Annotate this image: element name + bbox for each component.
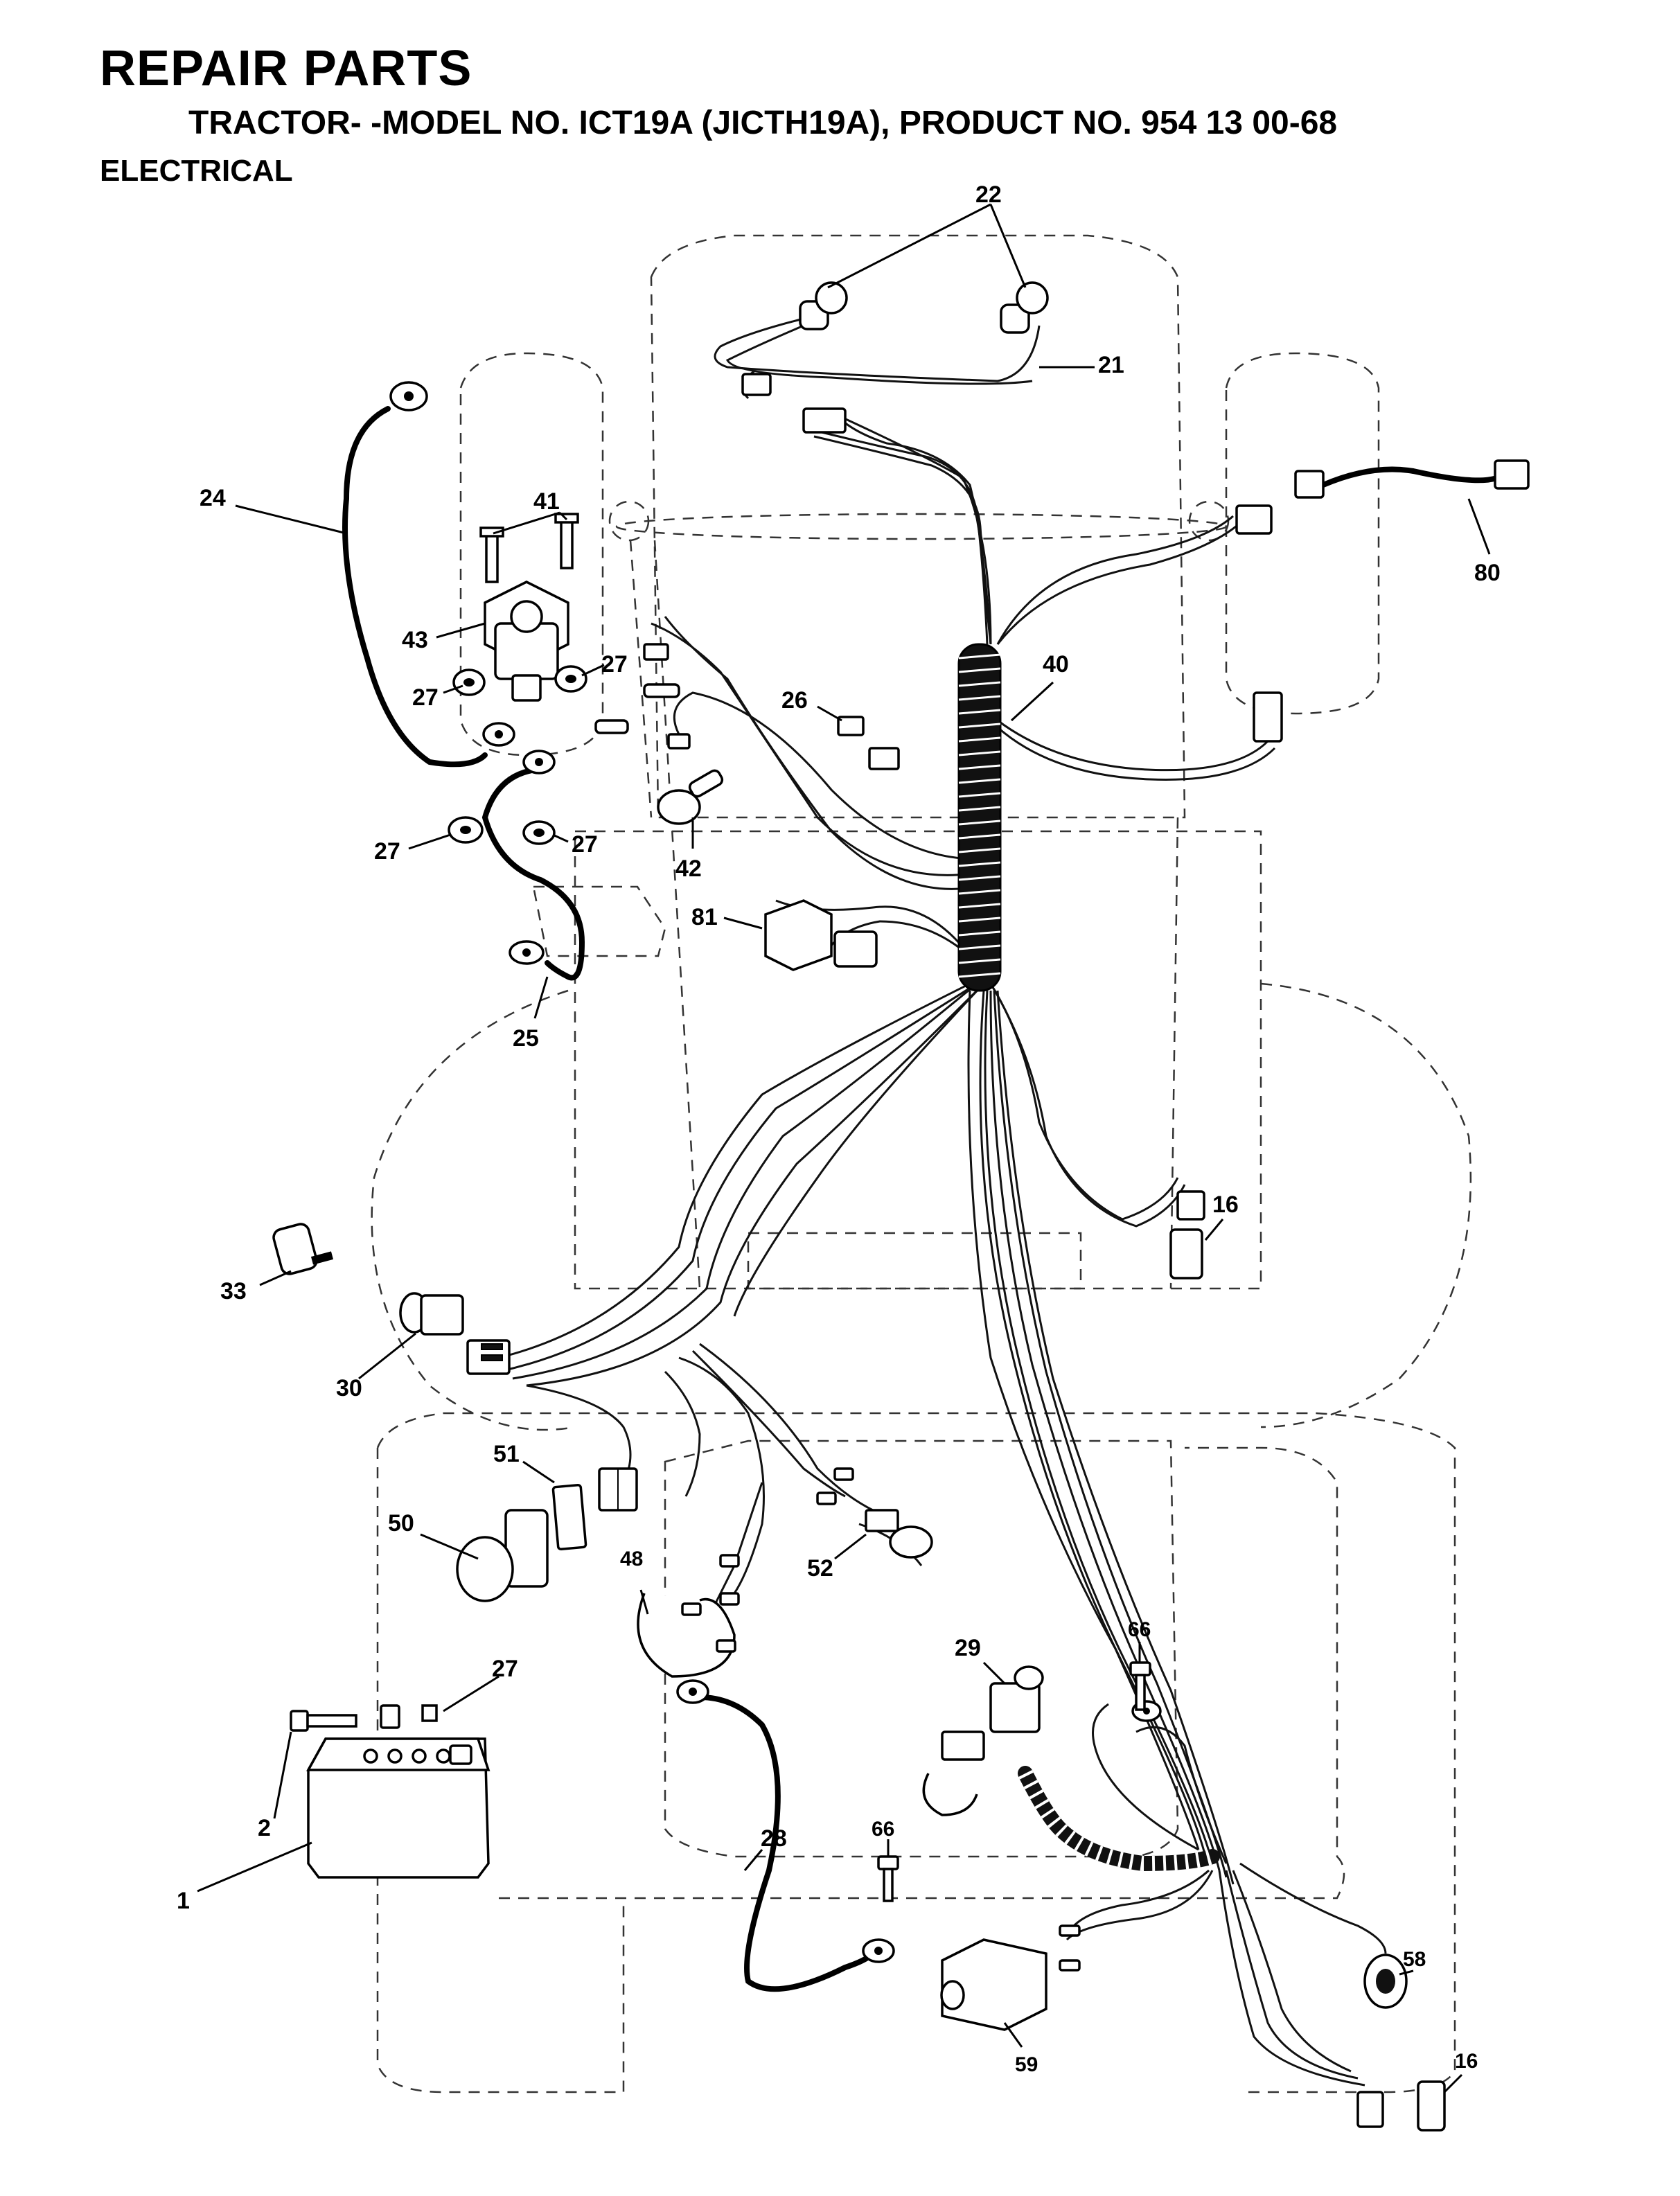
pto-switch-bezel (551, 1467, 638, 1550)
callout-28: 28 (761, 1825, 787, 1852)
battery-cable-25 (481, 766, 585, 981)
battery-tray-outline (664, 1440, 1179, 1858)
solenoid-bolts (479, 513, 579, 583)
callout-labels: 22 21 24 41 80 43 27 40 27 26 27 27 42 8… (177, 181, 1501, 2076)
lamp-52 (816, 1467, 933, 1559)
left-rear-wheel-outline (371, 989, 576, 1431)
section-title: ELECTRICAL (100, 154, 293, 188)
hood-outline (650, 234, 1186, 819)
callout-27-d: 27 (572, 831, 598, 858)
callout-66-b: 66 (872, 1818, 894, 1841)
interlock-switches (1169, 1190, 1446, 2132)
callout-58: 58 (1403, 1948, 1426, 1971)
callout-41: 41 (533, 488, 560, 515)
callout-26: 26 (781, 687, 808, 714)
wiring-harness (498, 408, 1387, 2087)
nuts (421, 665, 587, 1722)
callout-48: 48 (620, 1548, 643, 1570)
ground-cable-28 (697, 1694, 876, 1992)
headlight-connector (741, 373, 772, 396)
headlight-harness (714, 317, 1041, 645)
callout-1: 1 (177, 1888, 190, 1914)
fuse (657, 769, 724, 825)
harness-sleeve (957, 643, 1002, 992)
right-rear-wheel-outline (1260, 982, 1472, 1428)
callout-27-e: 27 (492, 1656, 518, 1682)
fuse-holder-clip (643, 643, 669, 661)
dash-panel-outline (574, 830, 1262, 1290)
inline-terminal (643, 683, 680, 698)
left-spindle-outline (608, 500, 650, 542)
callout-51: 51 (493, 1441, 520, 1467)
harness-connector-front (802, 407, 847, 434)
callout-30: 30 (336, 1375, 362, 1401)
frame-right-outline (1169, 817, 1179, 1289)
pto-switch (456, 1509, 549, 1602)
battery-cable-24 (342, 406, 488, 768)
callout-40: 40 (1043, 651, 1069, 678)
page-title: REPAIR PARTS (100, 41, 472, 96)
callout-59: 59 (1015, 2053, 1038, 2076)
rear-harness-sleeve (1018, 1766, 1220, 1872)
callout-16-b: 16 (1455, 2050, 1478, 2073)
connector-26 (837, 716, 900, 770)
ignition-key (272, 1223, 334, 1275)
leader-lines (197, 203, 1491, 2093)
battery (306, 1737, 490, 1879)
callout-33: 33 (220, 1278, 247, 1304)
front-axle-outline (615, 513, 1228, 540)
callout-27-c: 27 (374, 838, 400, 865)
headlight-bulbs (799, 281, 1049, 334)
callout-27-a: 27 (601, 651, 628, 678)
callout-22: 22 (975, 181, 1002, 208)
callout-43: 43 (402, 627, 428, 653)
ignition-switch (399, 1292, 511, 1375)
battery-bolt (290, 1704, 400, 1732)
callout-21: 21 (1098, 352, 1124, 378)
callout-80: 80 (1474, 560, 1501, 586)
callout-24: 24 (200, 485, 226, 511)
seat-switch (922, 1665, 1044, 1816)
extension-connectors (1235, 459, 1530, 743)
callout-29: 29 (955, 1635, 981, 1661)
fender-outline (499, 1446, 1345, 1900)
steering-support-outline (532, 885, 666, 957)
screws (877, 1661, 1151, 1902)
lamp-socket-48 (637, 1554, 740, 1678)
spade-terminal (667, 733, 691, 750)
hour-meter-58 (1363, 1954, 1408, 2009)
extension-harness-80 (1320, 466, 1499, 488)
callout-52: 52 (807, 1555, 833, 1582)
callout-16-a: 16 (1212, 1192, 1239, 1218)
callout-50: 50 (388, 1510, 414, 1537)
starter-solenoid (484, 581, 569, 702)
front-left-wheel-outline (459, 352, 604, 756)
module-59 (940, 1924, 1081, 2031)
callout-81: 81 (691, 904, 718, 930)
callout-42: 42 (675, 856, 702, 882)
frame-left-outline (629, 540, 701, 1289)
callout-66-a: 66 (1128, 1618, 1151, 1641)
relay (764, 899, 878, 971)
ring-terminals (389, 381, 1162, 1963)
model-subtitle: TRACTOR- -MODEL NO. ICT19A (JICTH19A), P… (188, 105, 1338, 141)
callout-2: 2 (258, 1815, 271, 1841)
callout-25: 25 (513, 1025, 539, 1052)
callout-27-b: 27 (412, 684, 439, 711)
seat-outline (747, 1232, 1082, 1290)
inline-terminal-2 (594, 719, 629, 734)
